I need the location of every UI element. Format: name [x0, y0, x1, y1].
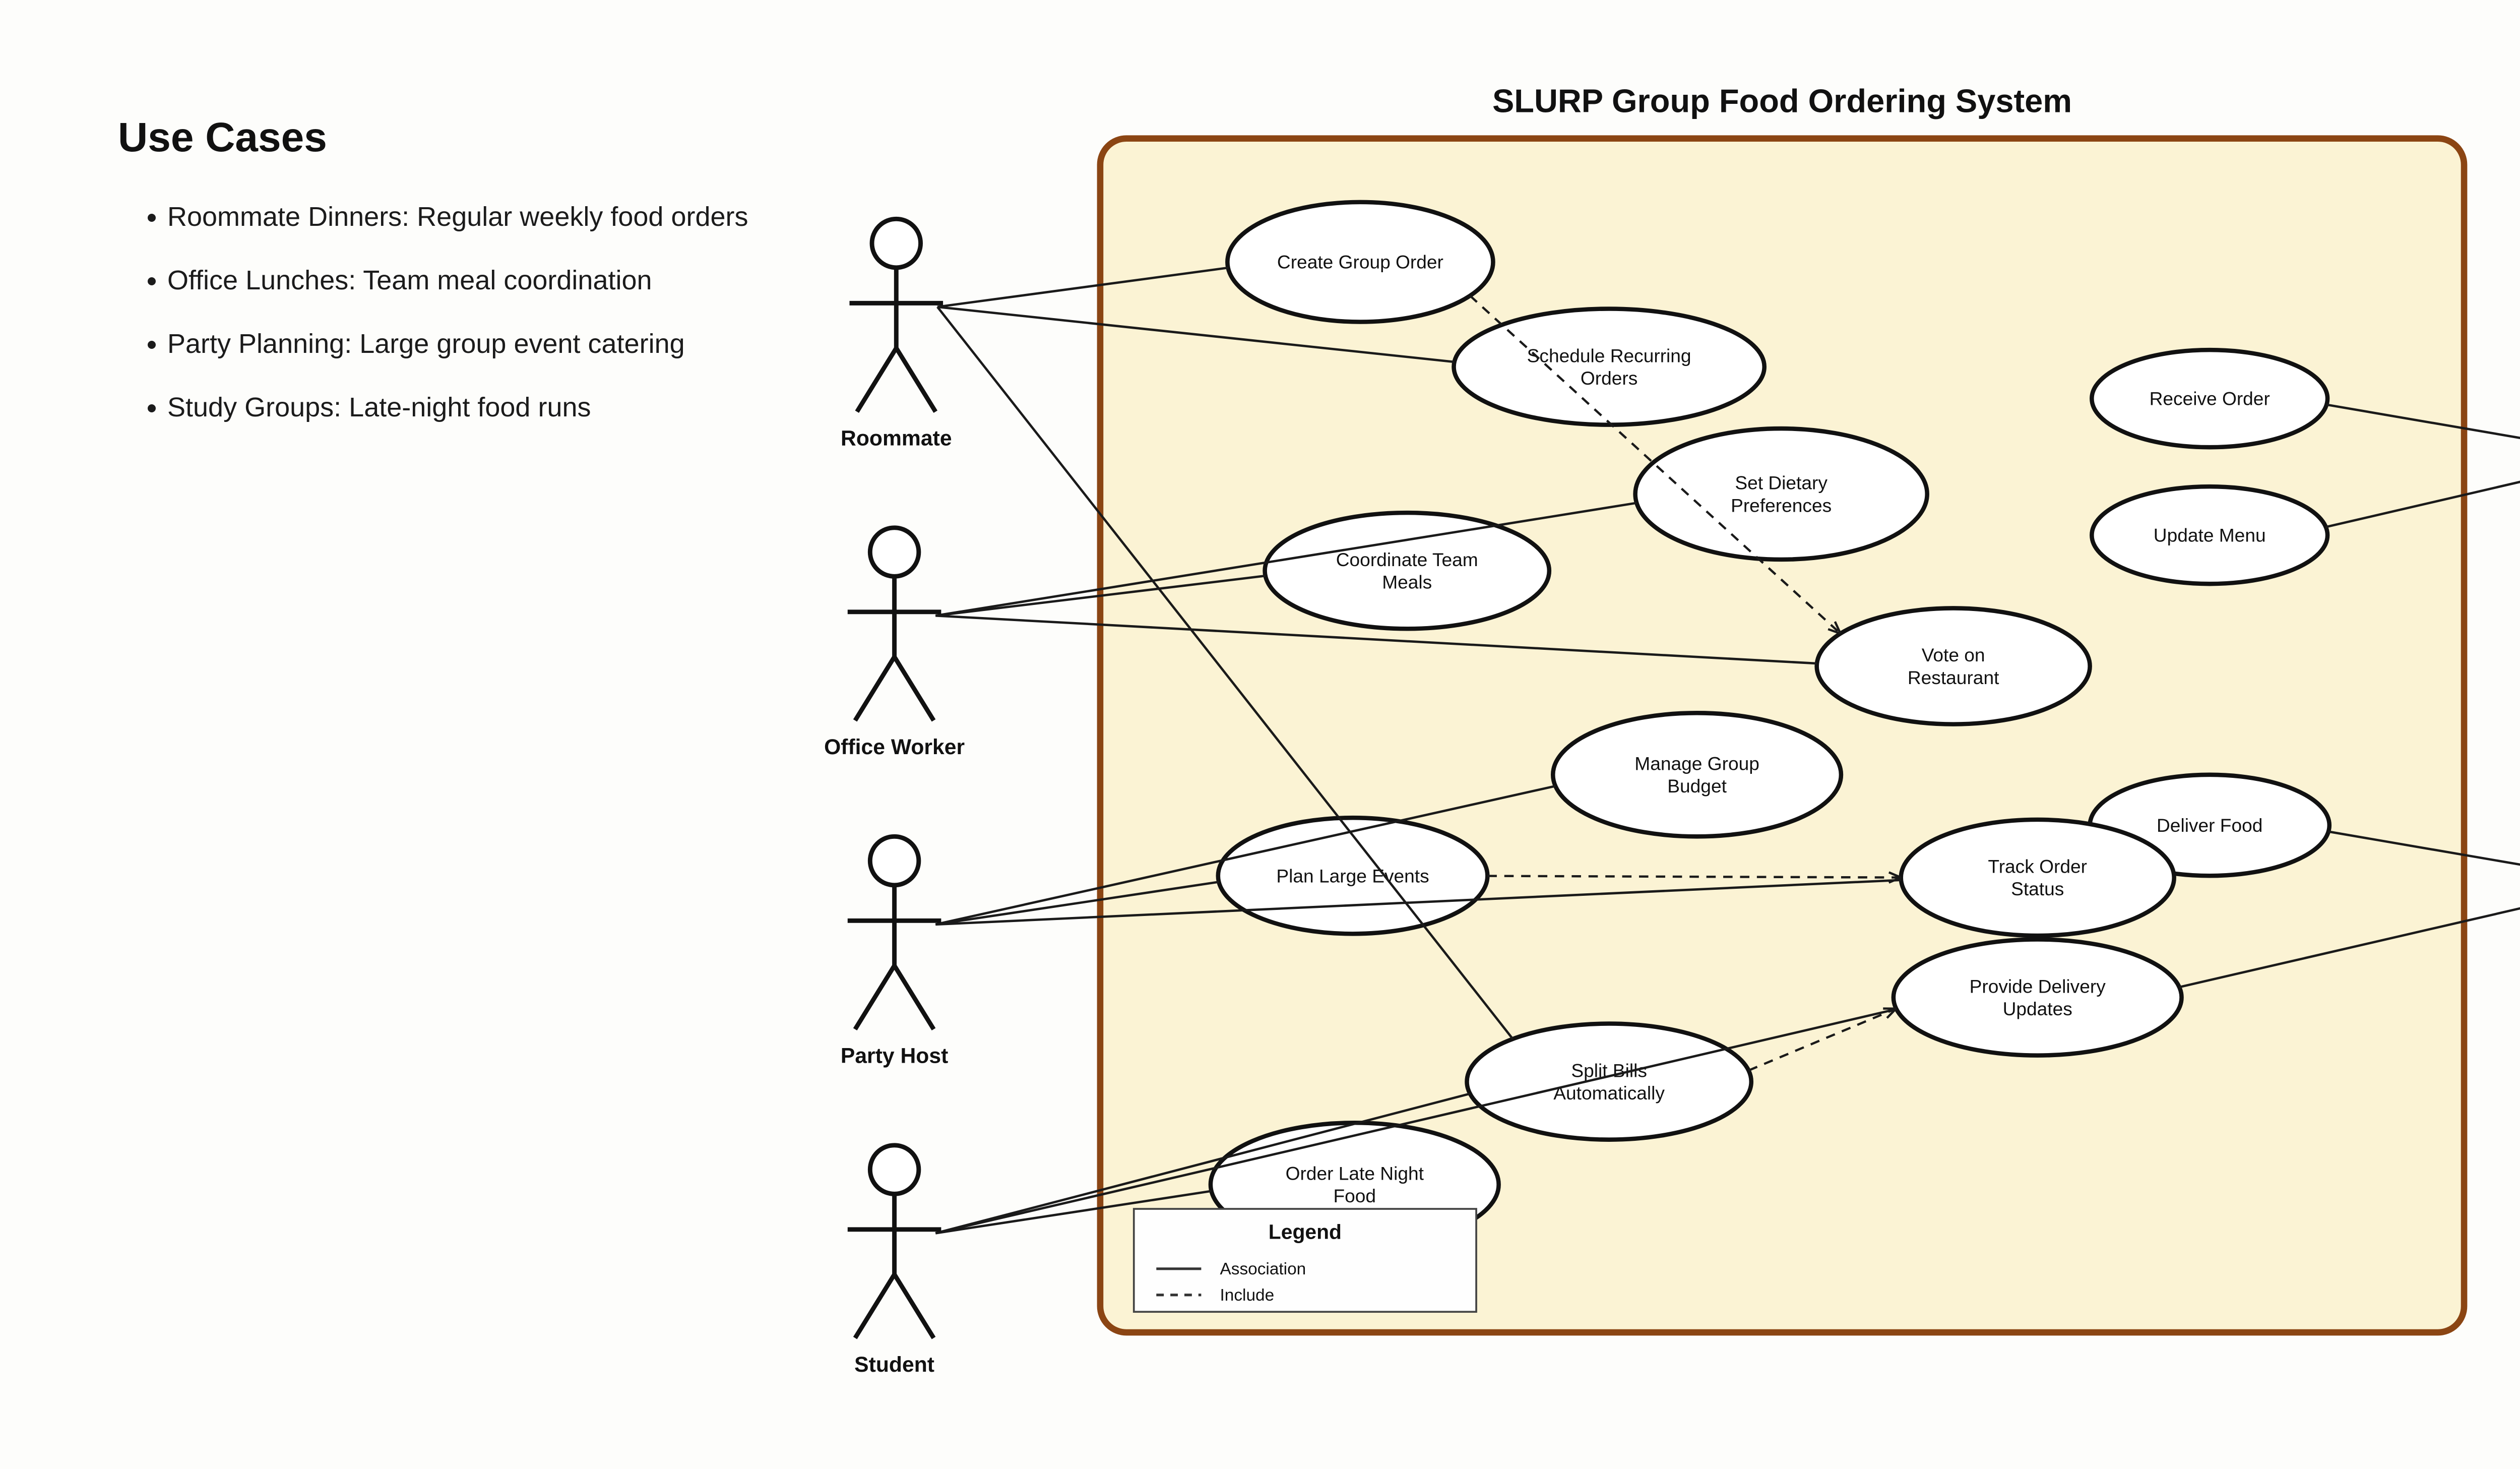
association-roommate--schedule-recurring-orders: [937, 305, 1455, 363]
legend-item-label: Association: [1220, 1260, 1306, 1278]
actor-leg-left: [855, 347, 899, 413]
association-student--provide-delivery-updates: [935, 1008, 1897, 1235]
actor-leg-left: [853, 655, 897, 722]
include-arrowhead: [1828, 628, 1841, 635]
usecase-ellipse: [2090, 484, 2330, 586]
association-party-host--plan-large-events: [935, 881, 1219, 926]
association-roommate--create-group-order: [937, 266, 1228, 309]
legend-item-label: Include: [1220, 1286, 1275, 1305]
actor-leg-left: [853, 964, 897, 1030]
usecase-label: Create Group Order: [1277, 252, 1443, 273]
usecase-ellipse: [1891, 937, 2184, 1058]
actor-head: [867, 834, 921, 888]
usecase-ellipse: [1814, 606, 2092, 726]
actor-leg-right: [892, 964, 936, 1030]
usecase-ellipse: [1633, 426, 1929, 562]
actor-leg-right: [892, 1273, 936, 1339]
include-split-bills-automatically--provide-delivery-updates: [1748, 1007, 1897, 1072]
association-roommate--split-bills-automatically: [936, 306, 1514, 1040]
actor-party-host: Party Host: [841, 834, 948, 1068]
usecase-ellipse: [1899, 817, 2176, 938]
usecase-ellipse: [1225, 200, 1495, 324]
usecase-label: Plan Large Events: [1276, 865, 1429, 886]
usecase-receive-order: Receive Order: [2090, 347, 2330, 450]
usecase-ellipse: [1550, 711, 1844, 839]
actor-leg-left: [853, 1273, 897, 1339]
association-office-worker--set-dietary-preferences: [935, 502, 1637, 617]
actor-head: [867, 525, 921, 579]
use-case-item: Party Planning: Large group event cateri…: [167, 320, 755, 368]
association-student--order-late-night-food: [935, 1190, 1212, 1235]
usecase-ellipse: [2090, 347, 2330, 450]
actor-label: Office Worker: [824, 735, 965, 759]
include-plan-large-events--track-order-status: [1487, 871, 1902, 884]
association-deliver-food--delivery-service: [2328, 830, 2520, 866]
usecase-label: Receive Order: [2150, 388, 2270, 409]
association-office-worker--coordinate-team-meals: [935, 574, 1266, 617]
include-line: [1487, 875, 1901, 879]
actor-label: Roommate: [841, 426, 952, 450]
include-arrowhead: [1834, 621, 1842, 634]
include-arrowhead: [1888, 876, 1902, 884]
usecase-ellipse: [1452, 307, 1767, 427]
include-arrowhead: [1886, 1008, 1897, 1019]
usecase-label: Deliver Food: [2157, 815, 2262, 836]
usecase-update-menu: Update Menu: [2090, 484, 2330, 586]
use-case-item: Study Groups: Late-night food runs: [167, 383, 755, 432]
legend-title: Legend: [1269, 1220, 1342, 1243]
actor-leg-right: [894, 347, 938, 413]
actor-office-worker: Office Worker: [824, 525, 965, 759]
association-office-worker--vote-on-restaurant: [935, 614, 1817, 665]
diagram-title: SLURP Group Food Ordering System: [1492, 83, 2072, 119]
association-update-menu--restaurant-owner: [2325, 480, 2520, 528]
use-case-item: Office Lunches: Team meal coordination: [167, 256, 755, 304]
usecase-ellipse: [1263, 510, 1552, 631]
actor-student: Student: [847, 1143, 941, 1377]
association-provide-delivery-updates--delivery-service: [2179, 907, 2520, 989]
use-cases-panel: Use Cases Roommate Dinners: Regular week…: [118, 114, 755, 447]
association-party-host--track-order-status: [935, 879, 1902, 926]
association-party-host--manage-group-budget: [935, 785, 1556, 926]
actor-roommate: Roommate: [841, 216, 952, 450]
association-student--split-bills-automatically: [935, 1092, 1471, 1235]
actor-label: Student: [854, 1353, 934, 1377]
actor-leg-right: [892, 655, 936, 722]
actor-head: [867, 1143, 921, 1196]
actor-head: [869, 216, 923, 270]
association-receive-order--restaurant-owner: [2326, 403, 2520, 440]
usecase-ellipse: [1465, 1021, 1754, 1142]
include-create-group-order--vote-on-restaurant: [1469, 294, 1842, 635]
usecase-create-group-order: Create Group Order: [1225, 200, 1495, 324]
actor-label: Party Host: [841, 1044, 948, 1068]
use-case-item: Roommate Dinners: Regular weekly food or…: [167, 193, 755, 241]
use-case-list: Roommate Dinners: Regular weekly food or…: [118, 193, 755, 432]
include-arrowhead: [1888, 871, 1902, 879]
usecase-label: Update Menu: [2154, 525, 2266, 546]
use-cases-title: Use Cases: [118, 114, 327, 160]
